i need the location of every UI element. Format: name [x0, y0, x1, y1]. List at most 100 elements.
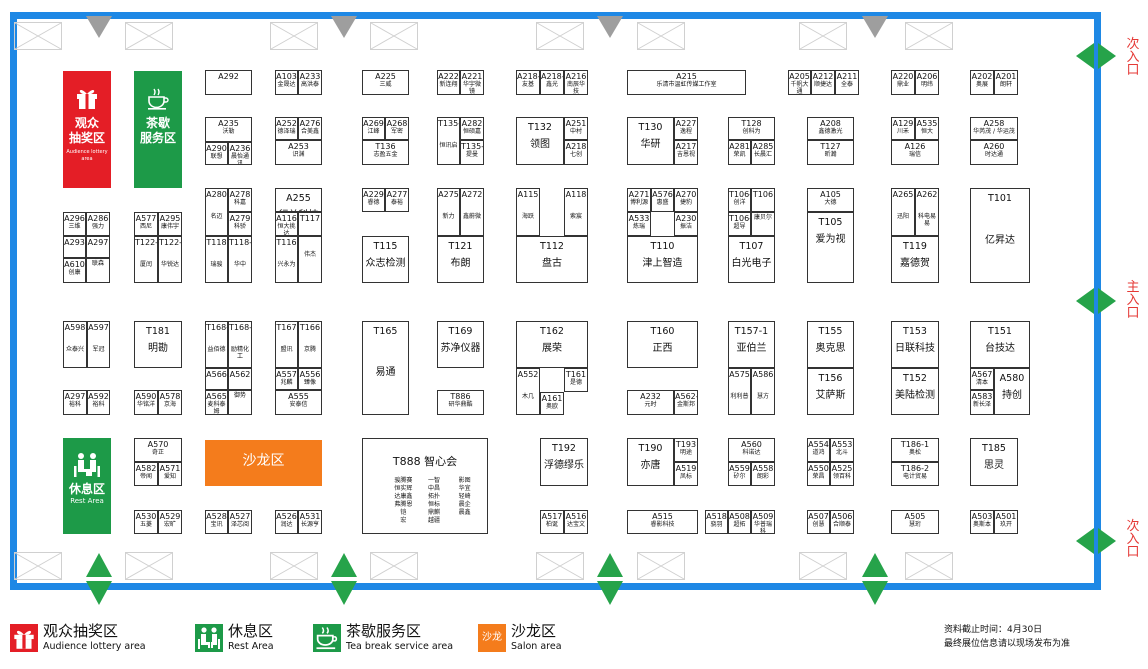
booth-t106-2[interactable]: T106-2超导 [728, 212, 751, 236]
booth-t135-1[interactable]: T135-1恒讯启 [437, 117, 460, 165]
booth-a292[interactable]: A292 [205, 70, 252, 95]
booth-a562[interactable]: A562 [228, 368, 252, 390]
booth-t135-2[interactable]: T135-2提曼 [460, 140, 484, 165]
booth-t122-1[interactable]: T122-1华锐达 [158, 236, 182, 283]
booth-t168-1[interactable]: T168-1励精化工 [228, 321, 252, 368]
booth-a218-2[interactable]: A218-2鑫光 [540, 70, 564, 95]
booth-a297[interactable]: A297 [86, 236, 110, 258]
booth-t168-2[interactable]: T168-2益佰德 [205, 321, 228, 368]
booth-a255[interactable]: A255行益科技 [275, 188, 322, 212]
booth-t888-smart-heart[interactable]: T888 智心会 骏腾赛一智影图恒实辉中昌华宜达康鑫拓扑轻崎弗腾恩恒标晨企铠鼎麒… [362, 438, 488, 534]
booth-unlabeled-50[interactable]: 联森 [86, 258, 110, 283]
booth-t106[interactable]: T106 [751, 188, 775, 212]
booth-t118-1[interactable]: T118-1华中 [228, 236, 252, 283]
